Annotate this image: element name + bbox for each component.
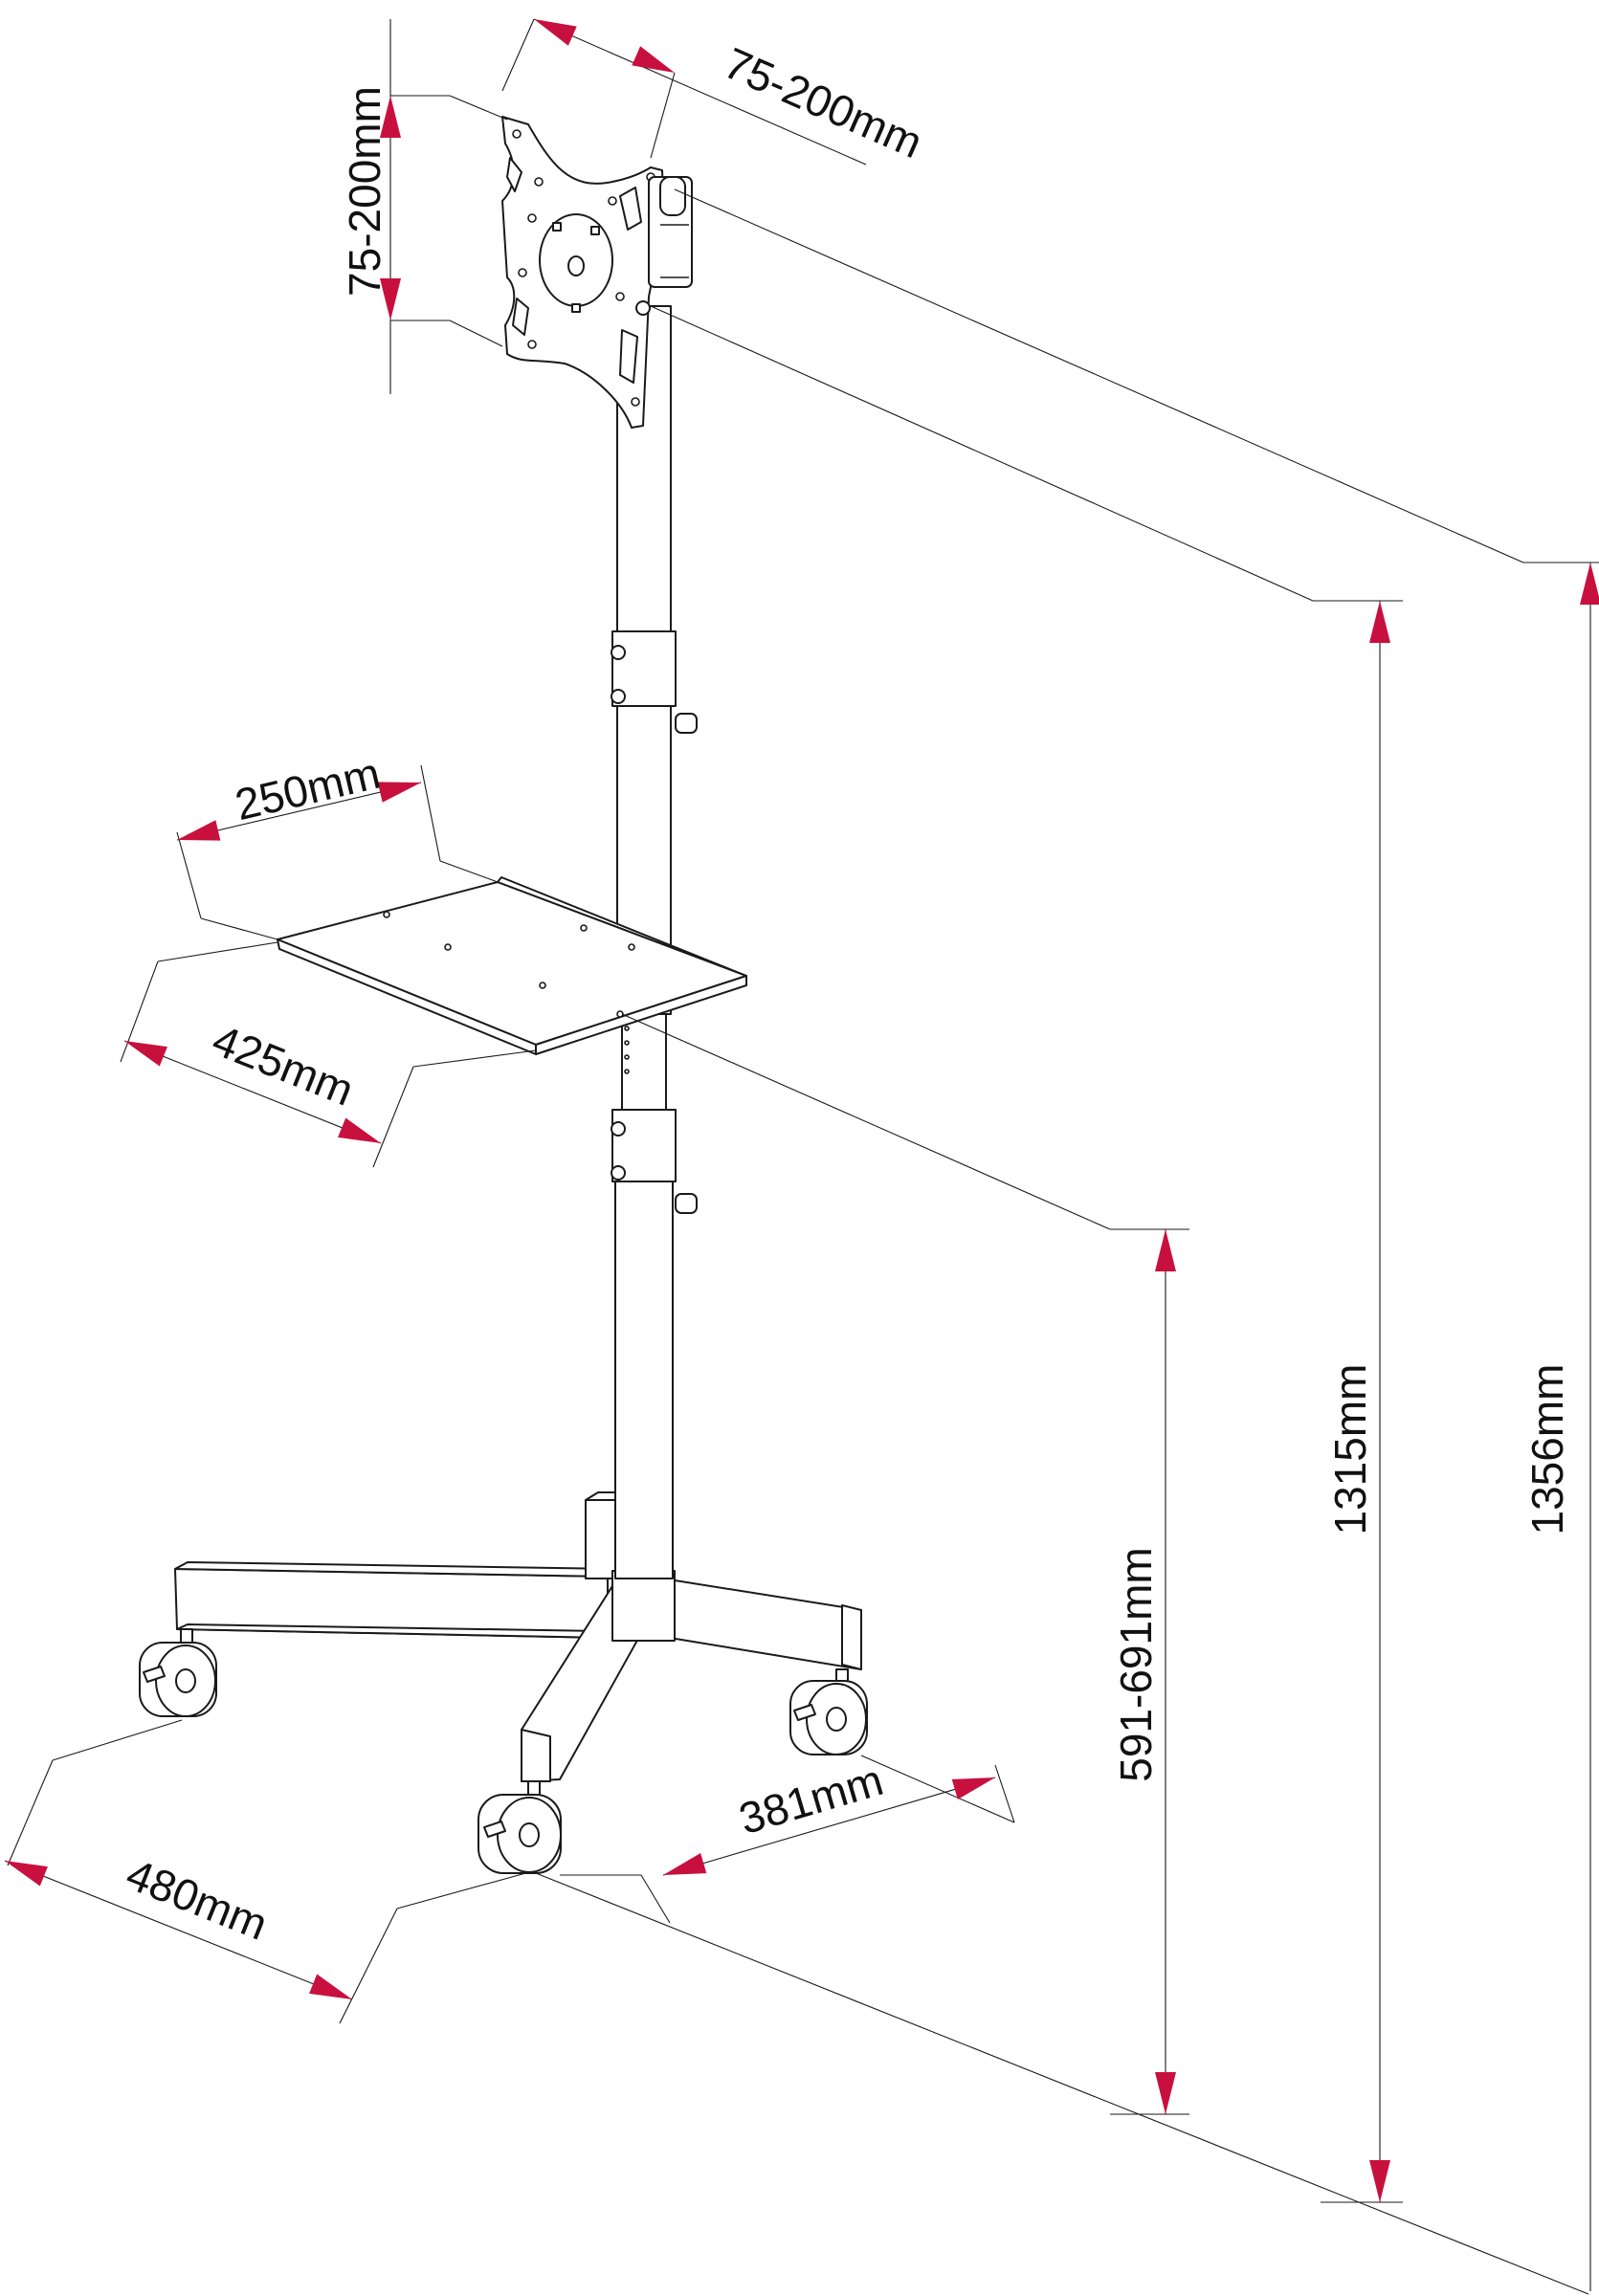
arrow-center-height-2 (1369, 2160, 1390, 2202)
arrow-shelf-height-2 (1155, 2072, 1176, 2114)
dim-shelf-height (621, 1013, 1189, 2115)
label-shelf-depth: 250mm (231, 748, 385, 830)
arrow-shelf-width-2 (338, 1117, 386, 1154)
arrow-top-height-1 (1580, 563, 1599, 605)
vesa-mount-plate (501, 116, 693, 429)
dim-center-height (650, 305, 1403, 2203)
arrow-shelf-depth-2 (377, 772, 424, 803)
dim-vesa-height (380, 19, 508, 394)
dim-base-depth (560, 1755, 1015, 1924)
label-shelf-height: 591-691mm (1111, 1547, 1161, 1781)
arrow-base-depth-2 (951, 1767, 999, 1799)
label-vesa-height: 75-200mm (340, 86, 389, 297)
shelf-top (277, 881, 747, 1046)
caster-left (139, 1628, 217, 1717)
dim-shelf-depth (174, 764, 499, 940)
caster-front (477, 1780, 562, 1874)
dim-vesa-width (501, 9, 867, 166)
arrow-base-depth-1 (659, 1853, 707, 1886)
label-top-height: 1356mm (1522, 1364, 1572, 1535)
arrow-shelf-depth-1 (174, 820, 221, 850)
label-base-depth: 381mm (734, 1755, 889, 1843)
dimension-lines (0, 9, 1599, 2295)
arrow-vesa-width-1 (529, 9, 577, 46)
label-vesa-width: 75-200mm (717, 37, 929, 167)
dim-shelf-width (120, 941, 537, 1168)
tv-cart (139, 116, 868, 1874)
label-center-height: 1315mm (1325, 1364, 1375, 1535)
dim-top-height (674, 188, 1599, 2291)
pole-lower (611, 1013, 698, 1579)
arrow-shelf-width-1 (120, 1030, 167, 1067)
arrow-vesa-width-2 (632, 46, 679, 83)
back-leg (585, 1499, 618, 1579)
height-knob-upper (675, 713, 698, 734)
arrow-center-height-1 (1369, 601, 1390, 643)
label-shelf-width: 425mm (206, 1015, 361, 1115)
base-hub (611, 1570, 676, 1642)
base-legs (174, 1491, 862, 1782)
casters (139, 1628, 868, 1874)
floor-reference-line (535, 1872, 1589, 2295)
arrow-shelf-height-1 (1155, 1229, 1176, 1271)
label-base-width: 480mm (120, 1849, 275, 1950)
height-knob-lower (675, 1193, 698, 1214)
shelf (277, 876, 747, 1055)
caster-right (789, 1668, 868, 1755)
right-leg (650, 1576, 862, 1670)
arrow-base-width-1 (0, 1850, 48, 1887)
dim-base-width (0, 1719, 530, 2024)
